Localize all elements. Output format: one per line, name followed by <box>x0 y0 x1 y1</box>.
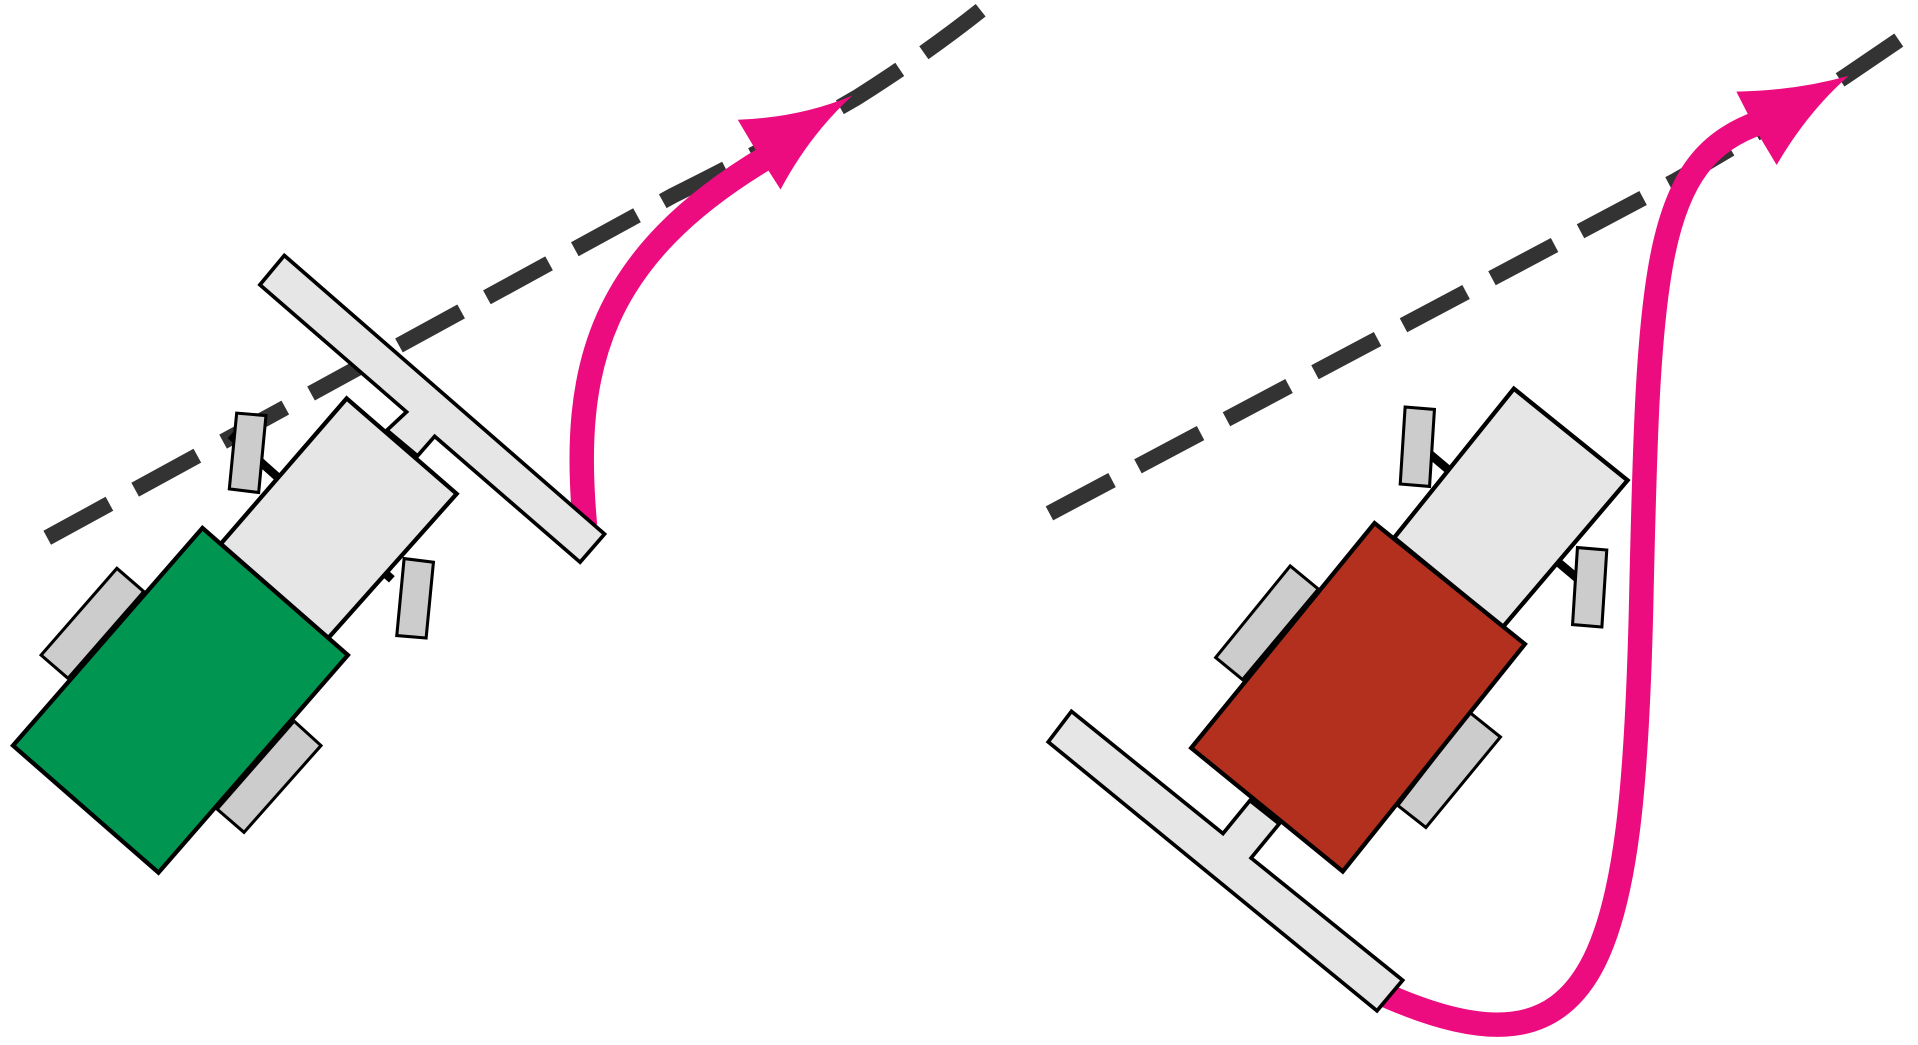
tractor-cab-red <box>1188 520 1528 875</box>
front-wheel <box>395 556 436 640</box>
left-panel <box>9 0 991 876</box>
tractor-cab-green <box>9 524 351 876</box>
arrow-head-icon <box>1736 75 1849 165</box>
turn-path <box>1374 110 1765 1037</box>
implement <box>1045 708 1406 1014</box>
guide-line-dashed <box>43 0 991 545</box>
front-wheel <box>1570 545 1609 629</box>
implement <box>257 252 608 565</box>
turn-path <box>569 145 775 527</box>
front-wheel <box>227 411 268 495</box>
rear-wheel <box>38 566 146 681</box>
rear-wheel <box>1213 563 1321 682</box>
arrow-head-icon <box>737 95 853 190</box>
front-wheel <box>1398 405 1437 489</box>
rear-wheel <box>214 718 324 835</box>
right-panel <box>1045 27 1912 1037</box>
